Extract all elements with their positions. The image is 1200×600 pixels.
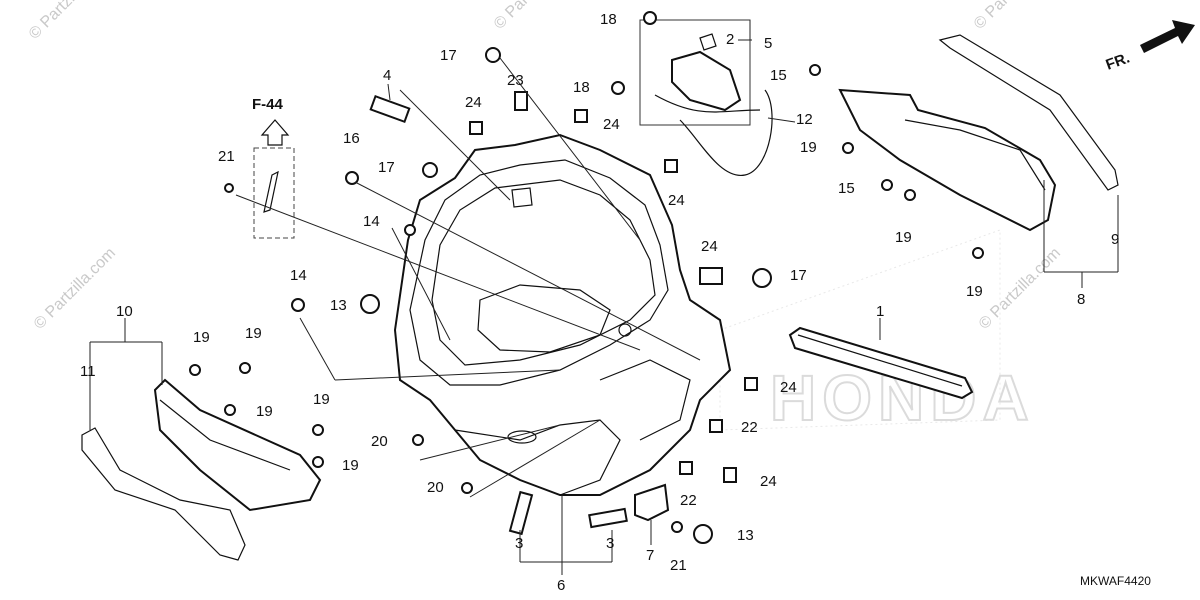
callout-24: 24	[701, 238, 718, 255]
callout-22: 22	[680, 492, 697, 509]
callout-10: 10	[116, 303, 133, 320]
callout-24: 24	[603, 116, 620, 133]
callout-19: 19	[313, 391, 330, 408]
callout-20: 20	[427, 479, 444, 496]
callout-19: 19	[193, 329, 210, 346]
callout-24: 24	[465, 94, 482, 111]
callout-21: 21	[670, 557, 687, 574]
callout-19: 19	[256, 403, 273, 420]
front-direction-arrow: FR.	[1104, 20, 1195, 74]
left-side-cover	[81, 378, 322, 561]
callout-12: 12	[796, 111, 813, 128]
callout-5: 5	[764, 35, 772, 52]
right-side-cover	[838, 34, 1119, 232]
callout-17: 17	[790, 267, 807, 284]
watermark: © Partzilla.com	[976, 245, 1064, 333]
callout-19: 19	[895, 229, 912, 246]
callout-24: 24	[668, 192, 685, 209]
watermark: © Partzilla.com	[971, 0, 1059, 33]
seal-strip	[788, 326, 974, 400]
callout-4: 4	[383, 67, 391, 84]
callout-17: 17	[378, 159, 395, 176]
callout-14: 14	[363, 213, 380, 230]
watermark: © Partzilla.com	[26, 0, 114, 43]
callout-24: 24	[760, 473, 777, 490]
leader-lines	[89, 20, 1119, 575]
callout-14: 14	[290, 267, 307, 284]
callout-21: 21	[218, 148, 235, 165]
watermark: © Partzilla	[491, 0, 555, 33]
callout-2: 2	[726, 31, 734, 48]
callout-16: 16	[343, 130, 360, 147]
fasteners	[189, 11, 984, 544]
watermark: © Partzilla.com	[31, 245, 119, 333]
callout-19: 19	[966, 283, 983, 300]
callout-18: 18	[573, 79, 590, 96]
callout-15: 15	[770, 67, 787, 84]
callout-19: 19	[800, 139, 817, 156]
callout-24: 24	[780, 379, 797, 396]
callout-13: 13	[330, 297, 347, 314]
callout-3: 3	[606, 535, 614, 552]
front-inner-cover	[393, 133, 732, 496]
callout-19: 19	[342, 457, 359, 474]
callout-18: 18	[600, 11, 617, 28]
callout-3: 3	[515, 535, 523, 552]
callout-15: 15	[838, 180, 855, 197]
section-reference: F-44	[252, 96, 295, 239]
callout-22: 22	[741, 419, 758, 436]
callout-13: 13	[737, 527, 754, 544]
release-cable	[679, 89, 773, 176]
latch-bracket	[639, 19, 761, 126]
callout-labels: 1 2 3 3 4 5 6 7 8 9 10 11 12 13 13 14 14…	[80, 11, 1119, 594]
callout-17: 17	[440, 47, 457, 64]
callout-19: 19	[245, 325, 262, 342]
callout-1: 1	[876, 303, 884, 320]
drawing-code: MKWAF4420	[1080, 574, 1151, 588]
callout-9: 9	[1111, 231, 1119, 248]
callout-11: 11	[80, 363, 96, 380]
callout-8: 8	[1077, 291, 1085, 308]
callout-7: 7	[646, 547, 654, 564]
direction-label: FR.	[1104, 50, 1133, 74]
callout-23: 23	[507, 72, 524, 89]
section-reference-label: F-44	[252, 96, 284, 113]
callout-20: 20	[371, 433, 388, 450]
callout-6: 6	[557, 577, 565, 594]
